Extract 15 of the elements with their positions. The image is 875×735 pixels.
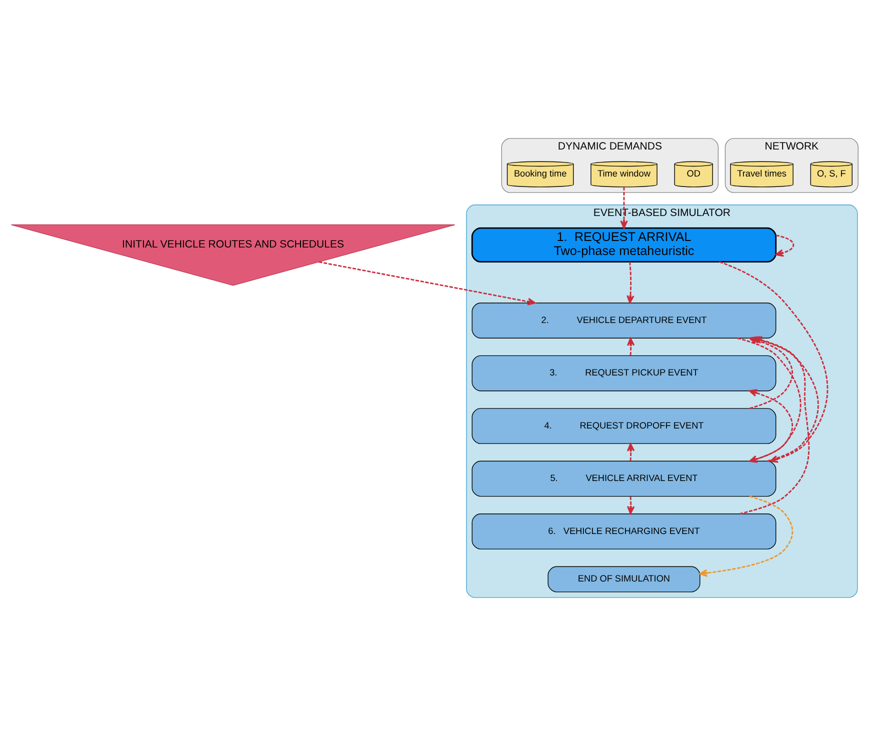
arrow [318,260,536,305]
arrow [699,495,794,576]
node-box: 2. VEHICLE DEPARTURE EVENT [472,302,776,338]
arrow [620,186,628,228]
arrow [626,442,635,460]
arrow [626,337,635,355]
node-box: END OF SIMULATION [548,566,700,592]
node-box: 5. VEHICLE ARRIVAL EVENT [472,460,776,496]
arrow [775,234,794,256]
node-box: 3. REQUEST PICKUP EVENT [472,354,776,391]
node-box: 4. REQUEST DROPOFF EVENT [472,408,776,444]
node-box: 1. REQUEST ARRIVAL Two-phase metaheuristic [471,226,777,262]
arrow [626,261,634,304]
arrow [626,496,635,514]
node-box: 6. VEHICLE RECHARGING EVENT [472,513,776,549]
